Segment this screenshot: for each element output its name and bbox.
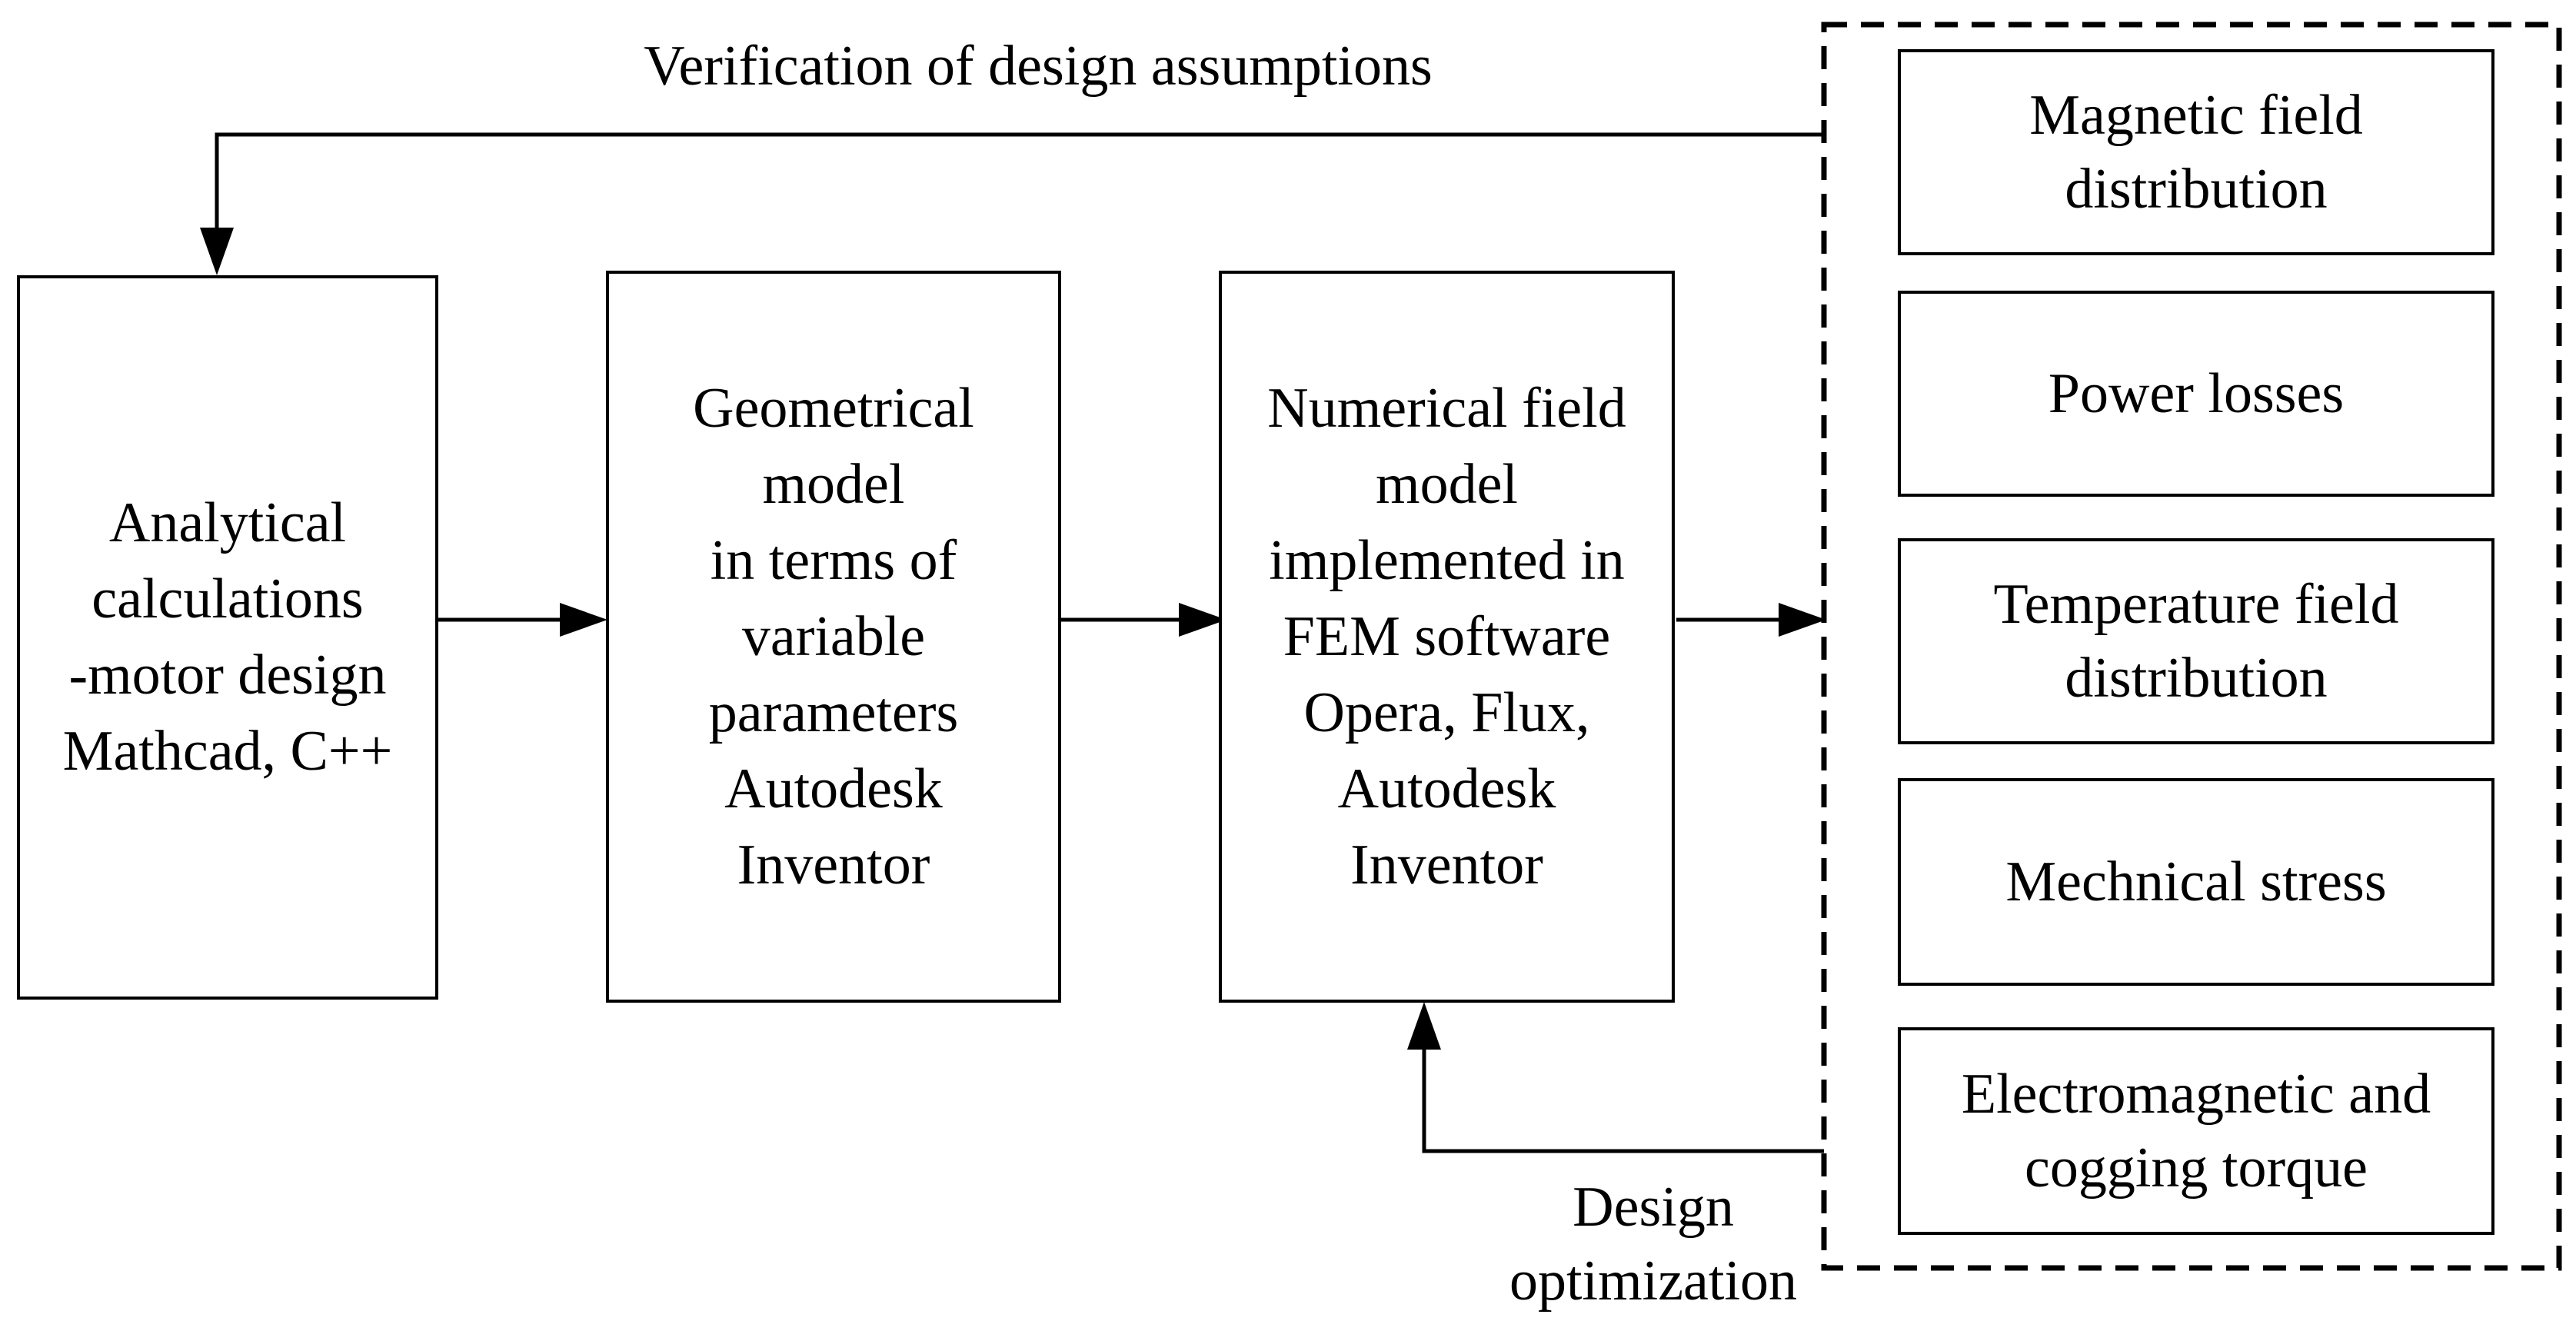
output-mechanical-stress-box: Mechnical stress: [1898, 778, 2494, 986]
box-text-line: FEM software: [1283, 604, 1611, 668]
geometrical-model-box: Geometrical model in terms of variable p…: [606, 271, 1061, 1003]
output-magnetic-field-box: Magnetic field distribution: [1898, 49, 2494, 255]
box-text-line: -motor design: [68, 644, 387, 707]
output-text-line: cogging torque: [2025, 1136, 2368, 1200]
arrow-verification-feedback: [200, 132, 1824, 275]
output-text-line: Electromagnetic and: [1961, 1063, 2431, 1126]
output-text-line: Magnetic field: [2029, 84, 2363, 147]
box-text-line: Geometrical: [693, 376, 974, 440]
numerical-field-model-box: Numerical field model implemented in FEM…: [1219, 271, 1675, 1003]
box-text-line: Numerical field: [1267, 376, 1626, 440]
box-text-line: parameters: [708, 680, 959, 744]
optimization-label: Design optimization: [1430, 1170, 1876, 1318]
box-text-line: Analytical: [108, 491, 347, 554]
box-text-line: in terms of: [710, 528, 957, 592]
arrow-analytical-to-geometrical: [437, 603, 607, 637]
output-text-line: Temperature field: [1993, 573, 2399, 636]
outputs-dashed-group: [1821, 22, 2562, 1271]
arrow-optimization-feedback: [1407, 1002, 1824, 1153]
arrow-geometrical-to-numerical: [1061, 603, 1226, 637]
box-text-line: Inventor: [737, 833, 930, 897]
box-text-line: Mathcad, C++: [62, 720, 393, 783]
output-text-line: Power losses: [2048, 362, 2345, 425]
box-text-line: Autodesk: [1337, 757, 1556, 820]
box-text-line: Opera, Flux,: [1303, 680, 1590, 744]
optimization-label-line: optimization: [1509, 1249, 1798, 1313]
box-text-line: model: [762, 452, 905, 516]
verification-label: Verification of design assumptions: [644, 35, 1433, 98]
box-text-line: implemented in: [1269, 528, 1625, 592]
arrow-numerical-to-outputs: [1676, 603, 1826, 637]
optimization-label-line: Design: [1573, 1176, 1734, 1239]
box-text-line: Autodesk: [724, 757, 943, 820]
output-text-line: distribution: [2065, 158, 2328, 221]
box-text-line: variable: [741, 604, 926, 668]
output-temperature-field-box: Temperature field distribution: [1898, 538, 2494, 744]
box-text-line: calculations: [92, 567, 364, 631]
box-text-line: model: [1376, 452, 1518, 516]
output-power-losses-box: Power losses: [1898, 291, 2494, 497]
output-torque-box: Electromagnetic and cogging torque: [1898, 1027, 2494, 1235]
output-text-line: Mechnical stress: [2005, 850, 2387, 913]
output-text-line: distribution: [2065, 647, 2328, 710]
analytical-calculations-box: Analytical calculations -motor design Ma…: [17, 275, 438, 1000]
box-text-line: Inventor: [1350, 833, 1543, 897]
